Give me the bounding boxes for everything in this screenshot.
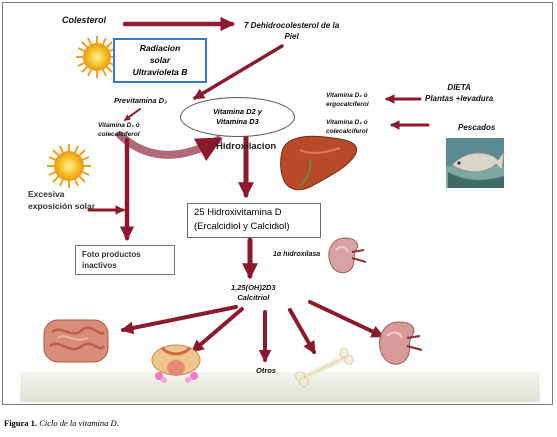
hidroxi-line: (Ercalcidiol y Calcidiol) — [194, 221, 290, 232]
excesiva-line: exposición solar — [28, 201, 96, 211]
dehidro-line: Piel — [284, 32, 299, 41]
ellipse-line: Vitamina D3 — [216, 117, 259, 126]
arrow-to-pelvis — [191, 307, 244, 353]
radiacion-line: Ultravioleta B — [132, 67, 188, 77]
vitamin-d2-d3-ellipse: Vitamina D2 y Vitamina D3 — [180, 97, 295, 137]
alfa-hidroxilasa-label: 1α hidroxilasa — [273, 251, 321, 258]
arrow-dehidro-previtamina — [193, 44, 284, 100]
arrow-to-intestine — [120, 305, 238, 335]
sun-icon — [47, 144, 91, 188]
kidney-icon — [328, 237, 367, 274]
pescados-label: Pescados — [458, 123, 496, 132]
vitd3-right-line: Vitamina D₃ ó — [326, 119, 368, 126]
vitd3-right-label: Vitamina D₃ ó colecalciferol — [326, 118, 368, 136]
floor-band — [20, 372, 540, 402]
foto-line: inactivos — [82, 261, 117, 270]
fish-icon — [446, 138, 505, 188]
figure-caption: Figura 1. Ciclo de la vitamina D. — [4, 418, 119, 428]
intestine-icon — [43, 319, 109, 363]
foto-productos-box: Foto productos inactivos — [75, 245, 175, 275]
calcitriol-line: Calcitriol — [237, 293, 270, 302]
vitd2-right-label: Vitamina D₂ ó ergocalciferol — [326, 91, 369, 109]
excesiva-line: Excesiva — [28, 189, 65, 199]
dieta-line: DIETA — [447, 83, 471, 92]
colesterol-label: Colesterol — [62, 15, 107, 25]
ellipse-line: Vitamina D2 y — [213, 107, 262, 116]
arrow-to-bone — [288, 308, 316, 355]
otros-label: Otros — [256, 366, 277, 375]
bone-icon — [295, 348, 354, 387]
radiacion-line: Radiacion — [139, 43, 181, 53]
calcitriol-label: 1,25(OH)2D3 Calcitriol — [231, 283, 276, 303]
calcitriol-line: 1,25(OH)2D3 — [231, 283, 276, 292]
caption-text: Ciclo de la vitamina D. — [39, 418, 119, 428]
arrows — [87, 16, 430, 363]
vitd3-left-line: Vitamina D₃ ó — [98, 122, 140, 129]
vitd3-left-line: colecalciferol — [98, 131, 140, 138]
pelvis-icon — [151, 344, 201, 383]
hidroxi-line: 25 Hidroxivitamina D — [194, 207, 282, 218]
vitd3-left-label: Vitamina D₃ ó colecalciferol — [98, 121, 140, 139]
vitd2-right-line: ergocalciferol — [326, 101, 369, 108]
radiacion-line: solar — [149, 55, 171, 65]
radiacion-box: Radiacion solar Ultravioleta B — [113, 38, 207, 83]
hidroxivitamina-box: 25 Hidroxivitamina D (Ercalcidiol y Calc… — [187, 203, 321, 238]
arrow-previtamina-vitd3 — [123, 108, 141, 121]
liver-icon — [280, 135, 358, 191]
excesiva-label: Excesiva exposición solar — [28, 188, 95, 212]
foto-line: Foto productos — [82, 250, 141, 259]
dieta-line: Plantas +levadura — [425, 94, 494, 103]
vitd2-right-line: Vitamina D₂ ó — [326, 92, 368, 99]
vitd3-right-line: colecalciferol — [326, 128, 368, 135]
kidney-icon — [379, 321, 423, 365]
hidroxilacion-label: Hidroxilacion — [216, 141, 277, 152]
caption-label: Figura 1. — [4, 418, 38, 428]
arrow-to-kidney — [308, 300, 385, 338]
previtamina-label: Previtamina D₃ — [114, 96, 167, 105]
dehidrocolesterol-label: 7 Dehidrocolesterol de la Piel — [244, 20, 339, 42]
dehidro-line: 7 Dehidrocolesterol de la — [244, 21, 340, 30]
sun-icon — [76, 36, 118, 78]
dieta-label: DIETA Plantas +levadura — [425, 82, 493, 104]
